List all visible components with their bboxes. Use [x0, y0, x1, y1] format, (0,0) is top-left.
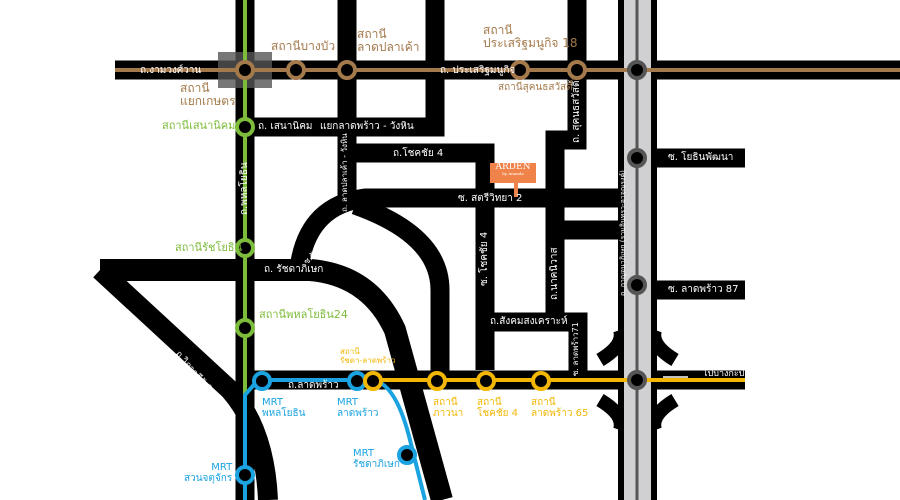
- road-label-to-bangkapi: ไปบางกะปิ: [703, 369, 745, 379]
- road-ramps: [596, 327, 679, 433]
- road-label-sangkhom: ถ.สังคมสงเคราะห์: [490, 316, 568, 327]
- label-line: MRT: [353, 448, 374, 459]
- label-line: แยกเกษตร: [180, 94, 236, 109]
- road-label-nak-niwat: ถ.นาคนิวาส: [549, 247, 560, 300]
- label-line: ประเสริฐมนูกิจ 18: [483, 36, 578, 51]
- label-line: สถานี: [433, 397, 458, 408]
- label-line: สถานี: [483, 23, 513, 37]
- label-bang-bua: สถานีบางบัว: [271, 39, 336, 53]
- station-sukhonthasawat[interactable]: [567, 60, 587, 80]
- road-label-phahonyothin: ถ.พหลโยธิน: [239, 162, 250, 215]
- blue-line: [243, 378, 427, 500]
- station-mrt-ratchada[interactable]: [397, 445, 417, 465]
- road-label-yothin-phatthana: ซ. โยธินพัฒนา: [668, 152, 734, 163]
- label-line: MRT: [262, 397, 283, 408]
- road-label-lat-pla-khao: ถ. ลาดปลาเค้า - วังหิน: [340, 133, 349, 212]
- station-mrt-ladprao[interactable]: [347, 371, 367, 391]
- label-line: โชคชัย 4: [477, 408, 519, 419]
- station-expressway-1[interactable]: [627, 60, 647, 80]
- label-line: ลาดพร้าว 65: [531, 408, 589, 419]
- road-label-expressway: ถ. กาญจนาภิเษก (รามอินทรา-อาจณรงค์): [619, 170, 627, 296]
- station-kaset[interactable]: [235, 60, 255, 80]
- road-label-ratchadaphisek: ถ. รัชดาภิเษก: [264, 264, 324, 275]
- label-ratchayothin: สถานีรัชโยธิน: [175, 241, 243, 254]
- road-label-ladprao71: ซ. ลาดพร้าว71: [571, 322, 580, 376]
- label-line: พหลโยธิน: [262, 408, 306, 419]
- road-curve: [351, 196, 450, 372]
- road-senanikhom: [245, 0, 445, 137]
- label-line: สวนจตุจักร: [184, 473, 233, 484]
- station-ratchada-ladprao[interactable]: [363, 371, 383, 391]
- station-expressway-3[interactable]: [627, 275, 647, 295]
- stations: [235, 60, 647, 485]
- station-chokchai4[interactable]: [476, 371, 496, 391]
- road-label-prasert: ถ. ประเสริฐมนูกิจ: [440, 65, 516, 76]
- station-ladprao65[interactable]: [531, 371, 551, 391]
- label-sukhonthasawat: สถานีสุคนธสวัสดิ์: [498, 82, 573, 93]
- road-label-satri-witthaya2: ซ. สตรีวิทยา 2: [458, 193, 523, 204]
- label-phawana: สถานีภาวนา: [433, 397, 463, 419]
- marker-name: ARDEN: [495, 162, 531, 172]
- label-chokchai4: สถานีโชคชัย 4: [477, 397, 518, 419]
- label-line: รัชดา-ลาดพร้าว: [340, 355, 396, 365]
- label-line: สถานี: [180, 81, 210, 95]
- station-senanikhom[interactable]: [235, 117, 255, 137]
- road-label-chokchai4-top: ถ.โชคชัย 4: [393, 148, 444, 159]
- label-line: ลาดพร้าว: [337, 408, 379, 419]
- label-ladprao65: สถานีลาดพร้าว 65: [531, 397, 588, 419]
- station-prasert18[interactable]: [510, 60, 530, 80]
- station-phahon24[interactable]: [235, 318, 255, 338]
- label-line: สถานี: [340, 347, 360, 356]
- station-expressway-4[interactable]: [627, 370, 647, 390]
- road-label-chokchai4: ซ. โชคชัย 4: [479, 231, 490, 286]
- label-line: สถานี: [357, 27, 387, 41]
- label-phahon24: สถานีพหลโยธิน24: [259, 308, 348, 321]
- station-mrt-phahon[interactable]: [252, 371, 272, 391]
- road-label-senanikhom: ถ. เสนานิคม: [258, 121, 313, 132]
- road-label-ladprao87: ซ. ลาดพร้าว 87: [668, 284, 739, 295]
- label-line: รัชดาภิเษก: [353, 459, 400, 470]
- road-label-ladprao: ถ.ลาดพร้าว: [288, 380, 339, 391]
- label-lat-pla-khao: สถานีลาดปลาเค้า: [357, 27, 420, 55]
- marker-tagline: by Ananda: [502, 171, 524, 176]
- label-line: สถานี: [477, 397, 502, 408]
- station-mrt-chatuchak[interactable]: [235, 465, 255, 485]
- label-line: MRT: [337, 397, 358, 408]
- label-line: สถานี: [531, 397, 556, 408]
- label-ratchada-ladprao: สถานีรัชดา-ลาดพร้าว: [340, 347, 396, 366]
- label-senanikhom: สถานีเสนานิคม: [162, 119, 236, 132]
- road-chokchai4: [347, 143, 495, 370]
- label-line: ลาดปลาเค้า: [357, 40, 420, 55]
- road-ratchadaphisek: [100, 259, 453, 500]
- road-sangkhom: [478, 312, 588, 372]
- road-label-ngam-wong-wan: ถ.งามวงศ์วาน: [140, 65, 202, 76]
- station-expressway-2[interactable]: [627, 148, 647, 168]
- station-lat-pla-khao[interactable]: [337, 60, 357, 80]
- road-label-junction: แยกลาดพร้าว - วังหิน: [320, 121, 414, 132]
- label-line: ภาวนา: [433, 408, 464, 419]
- label-kaset: สถานีแยกเกษตร: [180, 81, 236, 109]
- station-phawana[interactable]: [427, 371, 447, 391]
- label-line: MRT: [211, 462, 233, 473]
- station-bang-bua[interactable]: [286, 60, 306, 80]
- station-ratchayothin[interactable]: [235, 238, 255, 258]
- label-prasert18: สถานีประเสริฐมนูกิจ 18: [483, 23, 578, 51]
- road-vibhavadi: [93, 262, 278, 500]
